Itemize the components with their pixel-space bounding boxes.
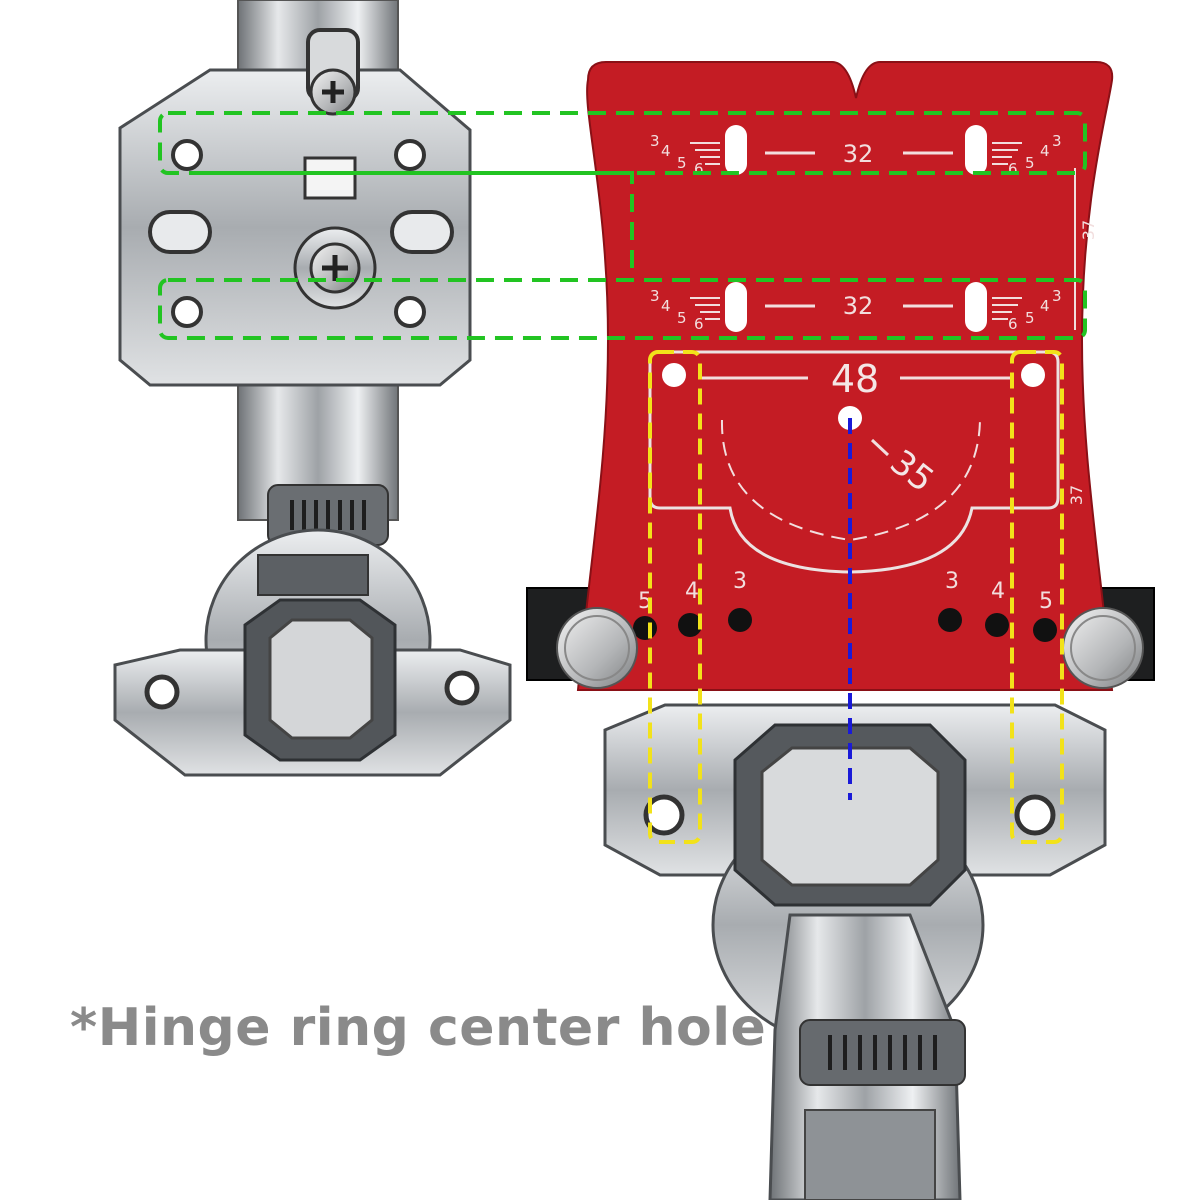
green-guides [158, 111, 1087, 340]
scale-digit: 5 [1025, 309, 1035, 327]
scale-digit: 4 [661, 297, 671, 315]
scale-digit: 3 [650, 132, 660, 150]
left-knob-icon [556, 607, 638, 689]
depth-mark: 4 [685, 579, 699, 604]
scale-digit: 4 [1040, 142, 1050, 160]
depth-mark: 3 [733, 569, 747, 594]
left-hinge [113, 0, 512, 777]
side-dimension-bottom: 37 [1067, 485, 1086, 505]
side-dimension-top: 37 [1079, 220, 1098, 240]
caption-text: *Hinge ring center hole [70, 998, 767, 1058]
hinge-jig: 32 32 3 4 5 6 3 4 5 6 3 4 5 6 3 4 5 6 37… [526, 61, 1155, 691]
right-knob-icon [1062, 607, 1144, 689]
scale-digit: 4 [661, 142, 671, 160]
scale-digit: 6 [1008, 315, 1018, 333]
scale-digit: 5 [1025, 154, 1035, 172]
scale-digit: 6 [1008, 160, 1018, 178]
scale-digit: 3 [650, 287, 660, 305]
top-spacing-label: 32 [843, 140, 874, 168]
scale-digit: 5 [677, 309, 687, 327]
scale-digit: 4 [1040, 297, 1050, 315]
scale-digit: 6 [694, 160, 704, 178]
scale-digit: 3 [1052, 287, 1062, 305]
yellow-guides [648, 350, 1064, 844]
right-hinge [603, 703, 1107, 1202]
depth-mark: 5 [1039, 589, 1053, 614]
depth-mark: 3 [945, 569, 959, 594]
plate-spacing-label: 48 [831, 357, 879, 401]
scale-digit: 3 [1052, 132, 1062, 150]
scale-digit: 6 [694, 315, 704, 333]
depth-mark: 4 [991, 579, 1005, 604]
scale-digit: 5 [677, 154, 687, 172]
bottom-spacing-label: 32 [843, 292, 874, 320]
